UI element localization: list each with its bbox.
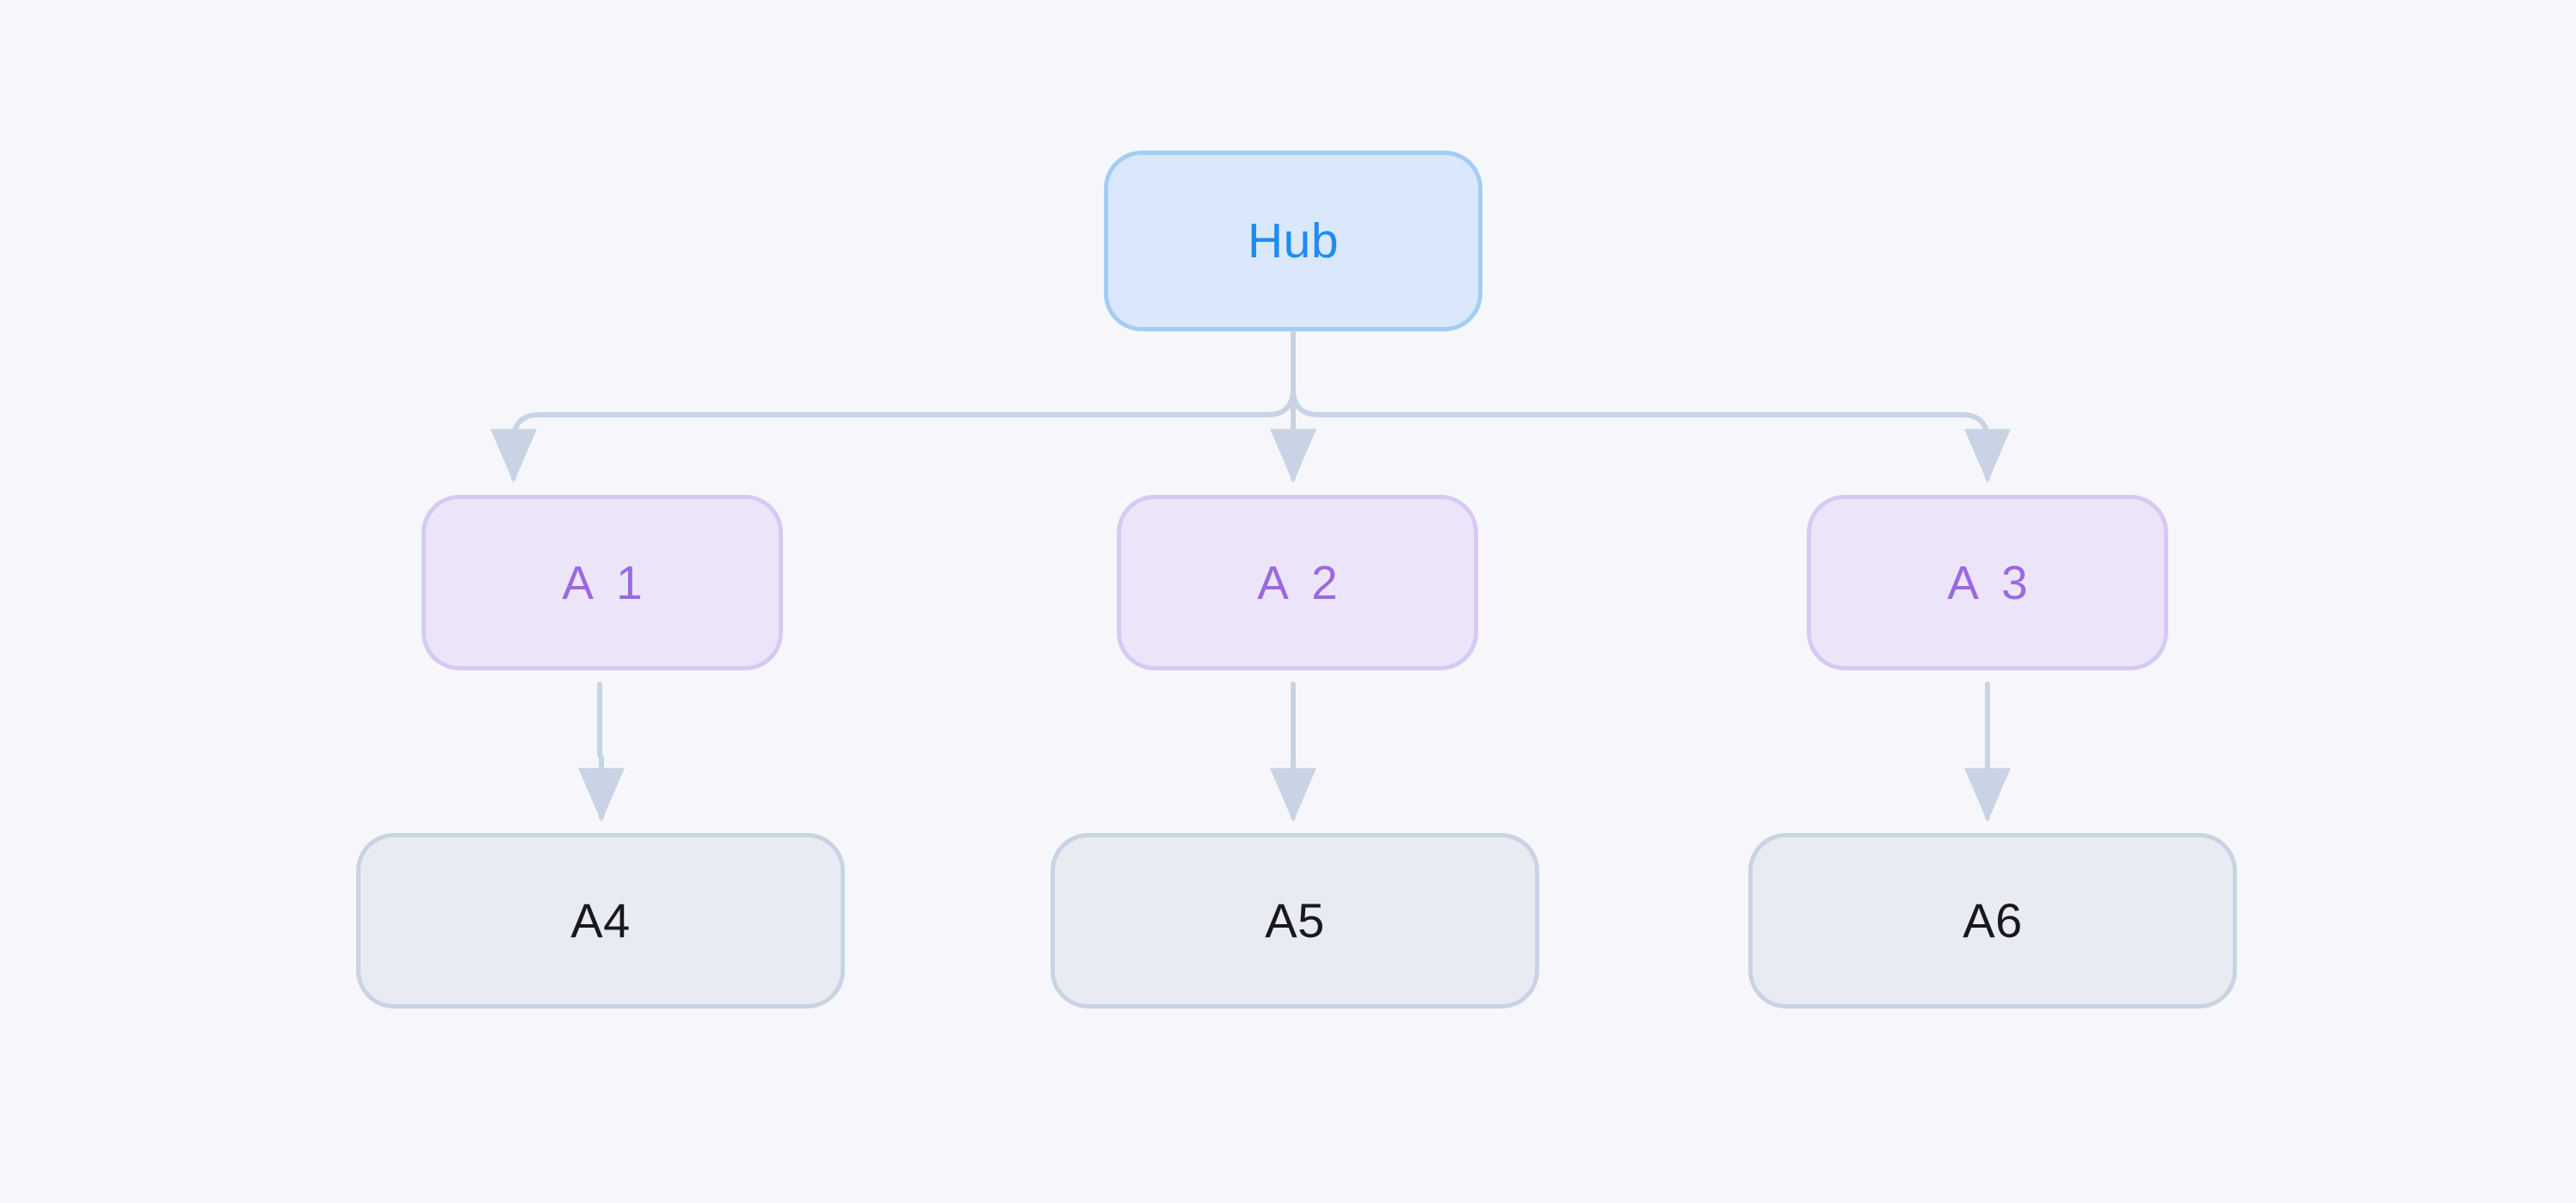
node-hub[interactable]: Hub [1104, 151, 1482, 331]
node-a4-label: A4 [570, 893, 631, 947]
edge-a1-to-a4 [578, 682, 625, 823]
node-a5[interactable]: A5 [1051, 833, 1539, 1009]
node-a3-label: A 3 [1947, 555, 2034, 609]
edge-hub-to-a1 [490, 329, 1296, 484]
node-a6-label: A6 [1963, 893, 2023, 947]
edge-hub-to-a3 [1291, 329, 2011, 484]
node-a5-label: A5 [1265, 893, 1325, 947]
node-a4[interactable]: A4 [356, 833, 845, 1009]
node-a3[interactable]: A 3 [1807, 495, 2168, 670]
node-a2[interactable]: A 2 [1117, 495, 1478, 670]
node-a1[interactable]: A 1 [422, 495, 783, 670]
node-a6[interactable]: A6 [1748, 833, 2237, 1009]
node-hub-label: Hub [1247, 213, 1340, 268]
node-a2-label: A 2 [1257, 555, 1344, 609]
node-a1-label: A 1 [562, 555, 649, 609]
